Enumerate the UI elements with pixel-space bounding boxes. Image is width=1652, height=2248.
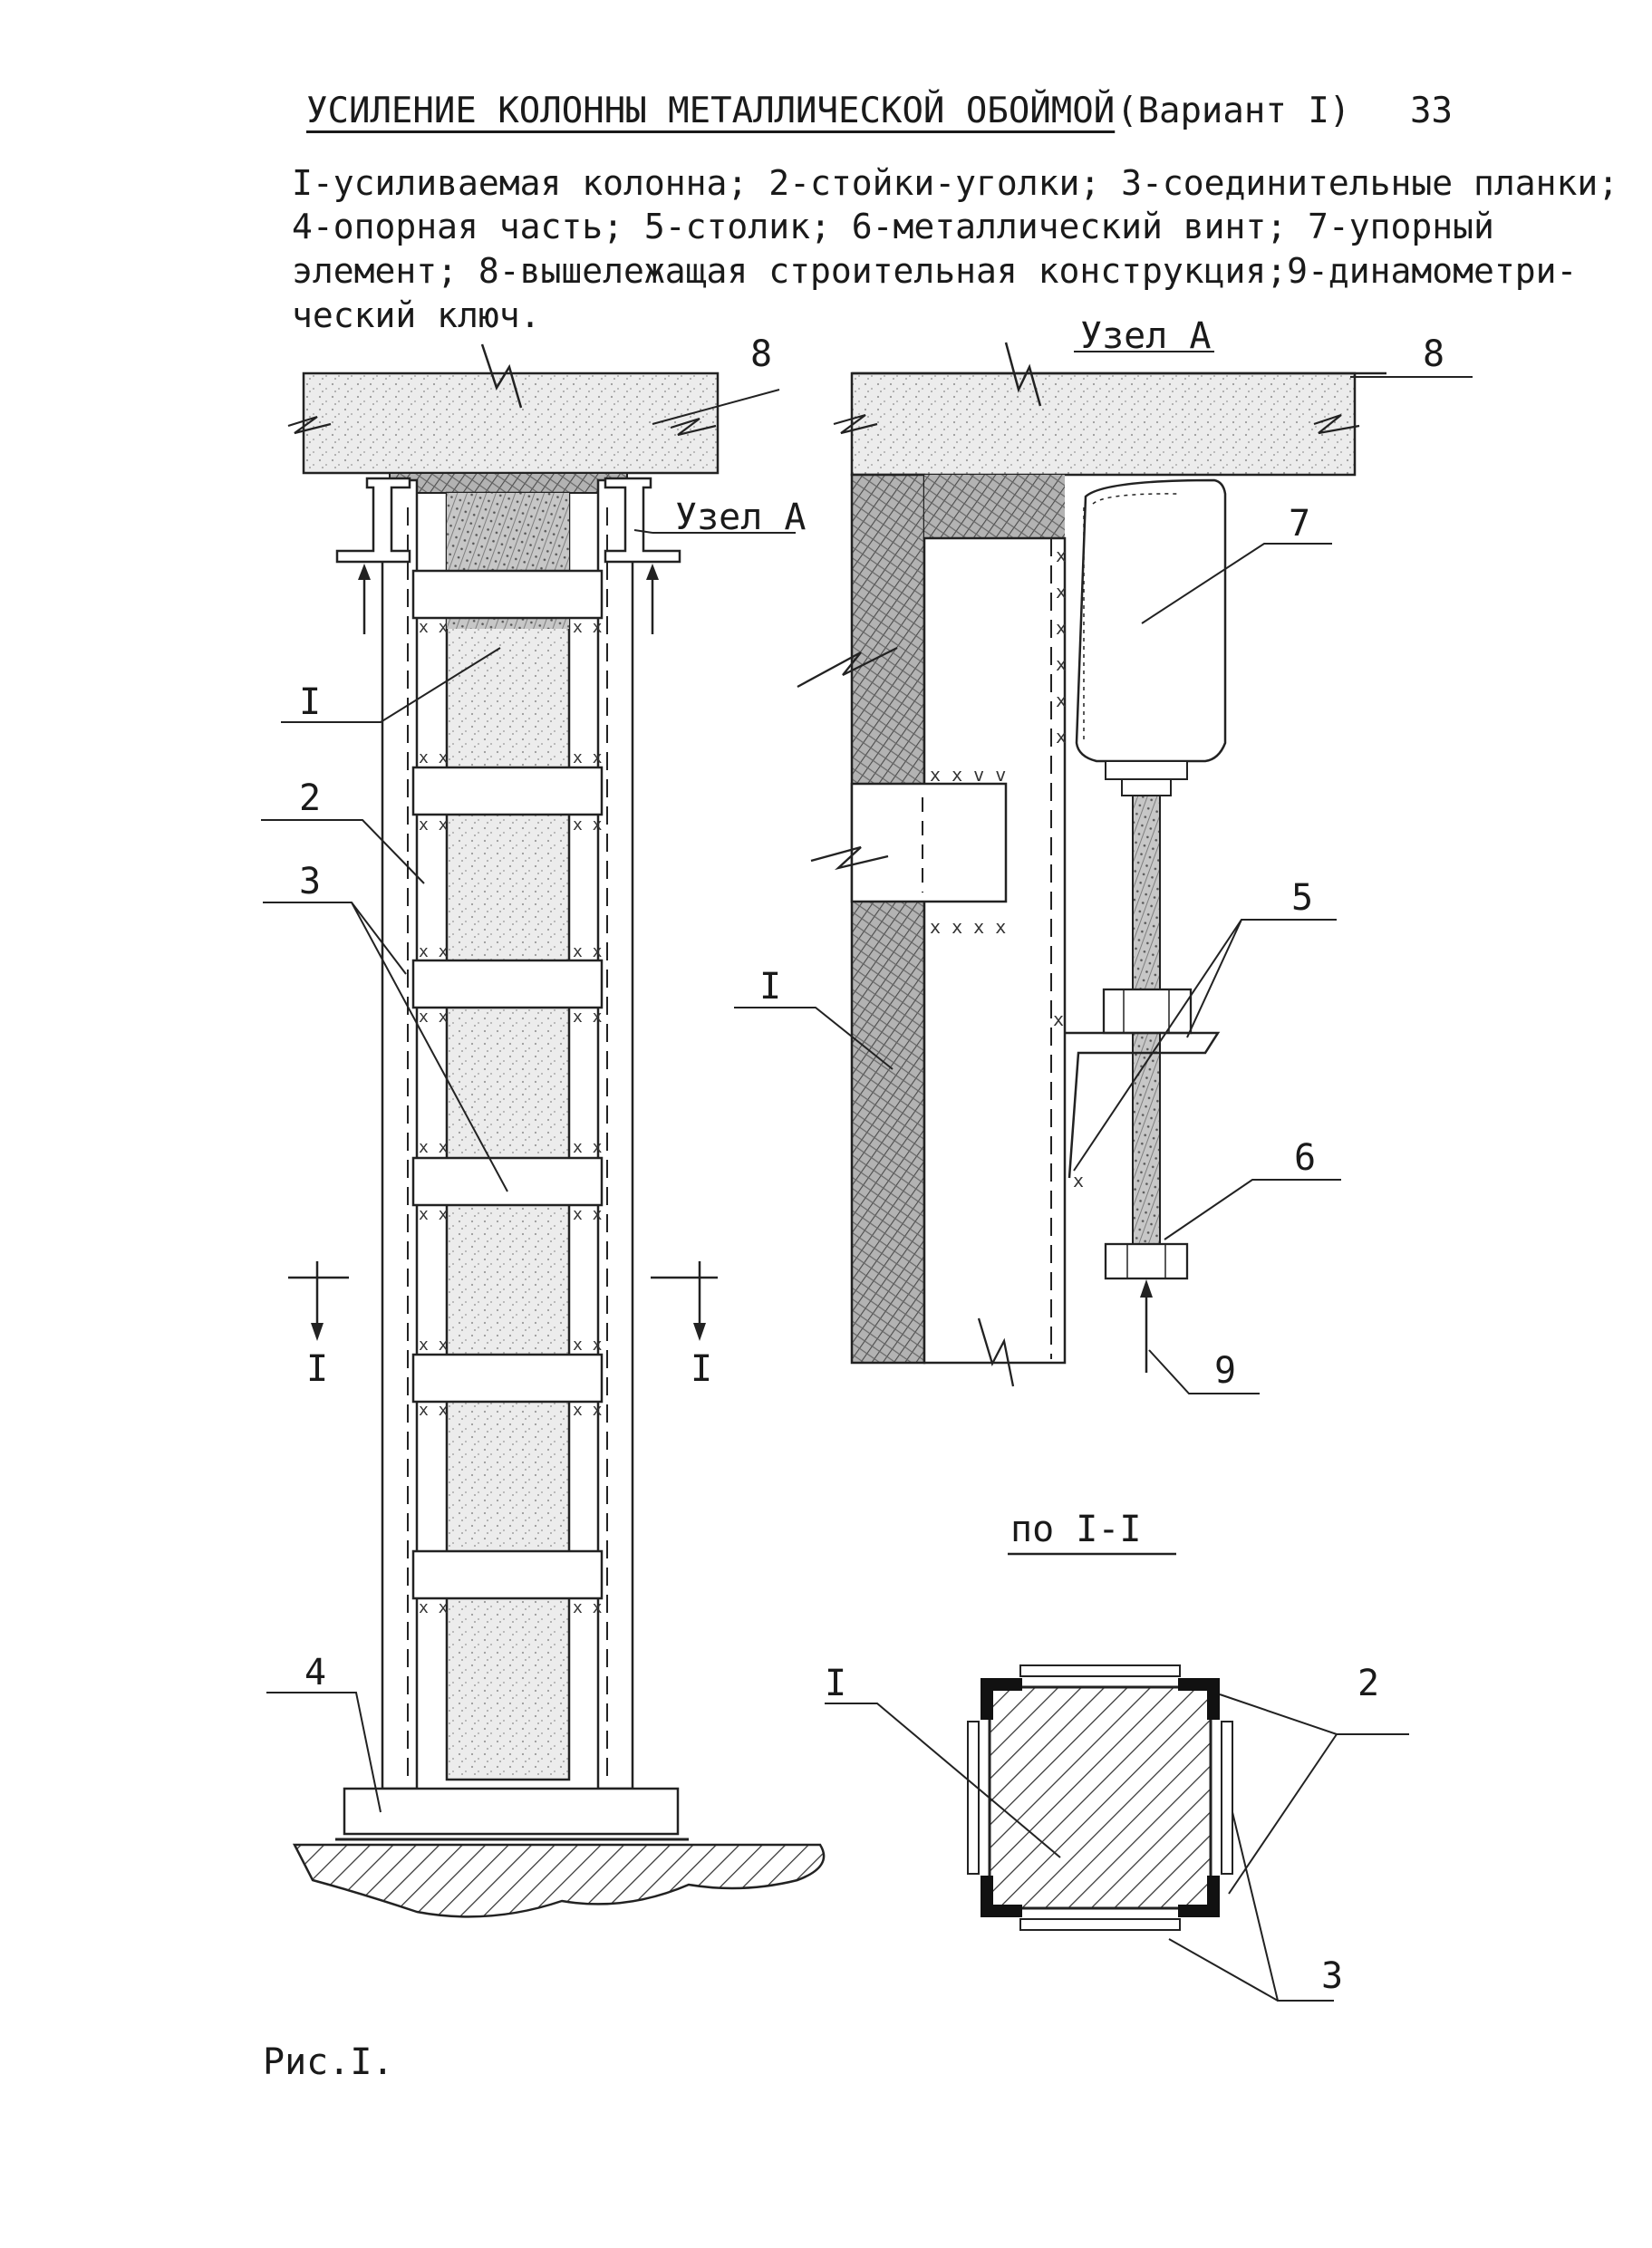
section-label-1: I (825, 1663, 847, 1704)
svg-text:x x: x x (419, 1336, 449, 1355)
svg-text:x x: x x (419, 1205, 449, 1224)
svg-text:x x: x x (573, 1401, 603, 1420)
svg-text:x x: x x (419, 942, 449, 961)
svg-text:x x: x x (573, 618, 603, 637)
corner-angle-right (596, 478, 634, 1790)
svg-text:x x: x x (419, 1008, 449, 1027)
node-label-1: I (759, 966, 782, 1008)
svg-text:x: x (1056, 726, 1067, 748)
svg-text:x: x (1053, 1008, 1064, 1030)
svg-text:x x: x x (573, 1336, 603, 1355)
section-mark-left: I (306, 1348, 329, 1390)
elevation-label-4: 4 (304, 1652, 327, 1693)
batten-plates (411, 569, 604, 1600)
svg-text:x x: x x (419, 1401, 449, 1420)
node-label-7: 7 (1289, 503, 1311, 545)
svg-text:x x: x x (419, 815, 449, 835)
svg-text:x: x (1056, 653, 1067, 675)
column-elevation: x x x x x x x x x x x x x x x x x x x x x x x … (261, 343, 826, 1918)
legend-line-4: ческий ключ. (292, 295, 541, 335)
svg-text:x x: x x (573, 1205, 603, 1224)
node-slab (850, 371, 1357, 477)
section-column (988, 1685, 1212, 1910)
section-label-3: 3 (1321, 1955, 1344, 1997)
svg-text:x x: x x (419, 618, 449, 637)
svg-text:x x: x x (573, 815, 603, 835)
ground-hatch (292, 1843, 826, 1918)
section-1-1 (825, 1552, 1409, 2002)
svg-text:x x: x x (573, 1138, 603, 1157)
node-label-6: 6 (1294, 1137, 1317, 1179)
svg-text:x: x (1056, 545, 1067, 566)
svg-text:x: x (1056, 581, 1067, 603)
node-label-9: 9 (1214, 1350, 1237, 1392)
elevation-label-2: 2 (299, 777, 322, 819)
svg-text:x: x (1056, 617, 1067, 639)
svg-text:x x: x x (573, 1008, 603, 1027)
section-title: по I-I (1010, 1509, 1142, 1550)
node-label-8: 8 (1423, 333, 1445, 375)
variant-label: (Вариант I) (1116, 91, 1351, 131)
node-a-detail: x x v v x x x x xxx xxx x x (734, 342, 1473, 1394)
svg-text:x x: x x (419, 1598, 449, 1617)
svg-text:x x: x x (573, 942, 603, 961)
svg-text:x x: x x (419, 1138, 449, 1157)
figure-caption: Рис.I. (263, 2041, 394, 2083)
elevation-label-node-a: Узел А (675, 497, 807, 538)
node-label-5: 5 (1291, 877, 1314, 919)
page-title: УСИЛЕНИЕ КОЛОННЫ МЕТАЛЛИЧЕСКОЙ ОБОЙМОЙ (306, 91, 1116, 131)
legend-line-1: I-усиливаемая колонна; 2-стойки-уголки; … (292, 163, 1619, 203)
node-column (850, 473, 926, 1365)
svg-text:x x: x x (573, 748, 603, 767)
weld-marks: x x x x x x x x x x x x x x x x x x x x x x x … (419, 618, 603, 1617)
page-number: 33 (1410, 91, 1453, 131)
svg-text:x x x x: x x x x (930, 916, 1006, 938)
svg-text:x x: x x (419, 748, 449, 767)
overlying-slab (302, 371, 720, 475)
corner-angle-left (381, 478, 419, 1790)
thrust-element (1075, 478, 1227, 763)
elevation-label-1: I (299, 681, 322, 723)
section-mark-right: I (691, 1348, 713, 1390)
elevation-label-3: 3 (299, 861, 322, 902)
elevation-label-8: 8 (750, 333, 773, 375)
legend-line-2: 4-опорная часть; 5-столик; 6-металлическ… (292, 207, 1494, 246)
svg-text:x x v v: x x v v (930, 764, 1006, 786)
legend-line-3: элемент; 8-вышележащая строительная конс… (292, 251, 1578, 291)
section-label-2: 2 (1357, 1663, 1380, 1704)
base-plate (343, 1787, 680, 1836)
svg-text:x: x (1073, 1170, 1084, 1192)
svg-text:x: x (1056, 690, 1067, 711)
svg-text:x x: x x (573, 1598, 603, 1617)
node-a-title: Узел А (1080, 315, 1212, 357)
